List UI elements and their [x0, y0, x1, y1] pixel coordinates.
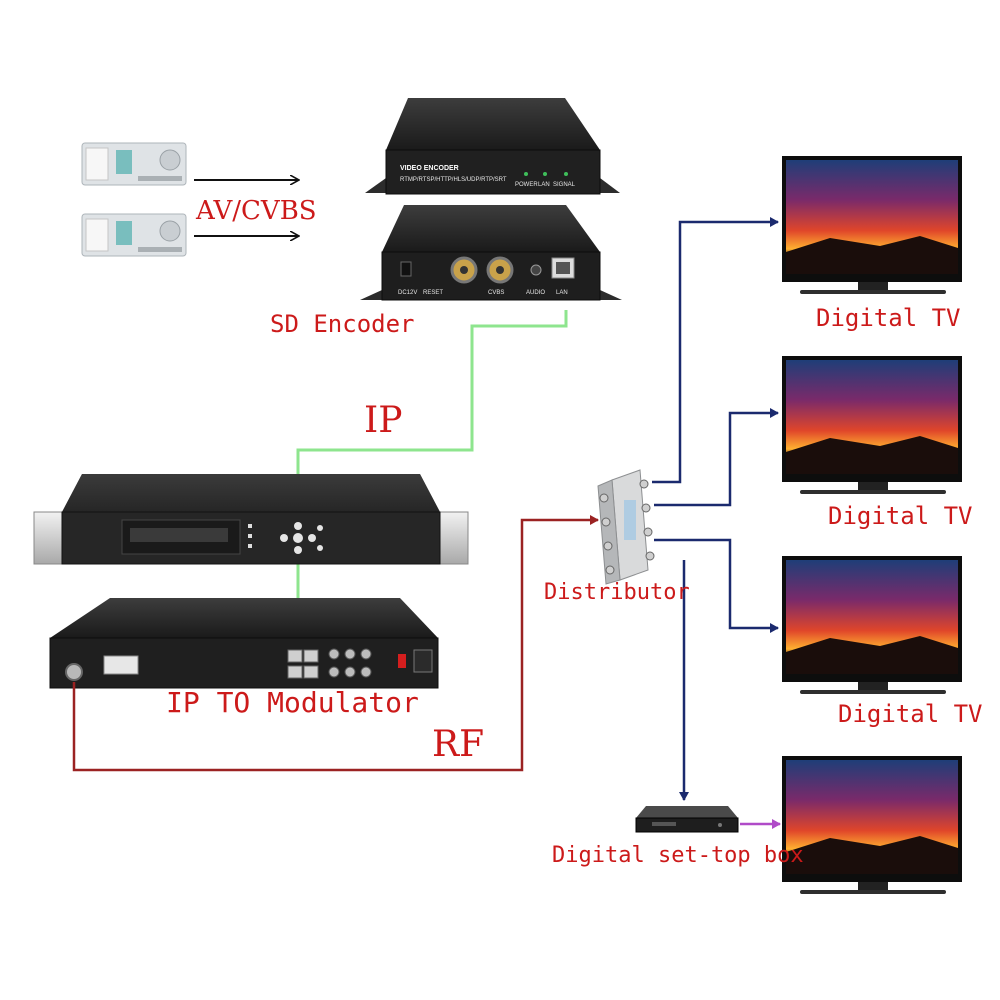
- led-lan-label: LAN: [538, 182, 550, 188]
- set-top-box-device: [635, 806, 739, 833]
- rf-label: RF: [432, 724, 485, 765]
- tv-link-2: [654, 408, 779, 507]
- port-lan-label: LAN: [556, 290, 568, 296]
- digital-tv-label-3: Digital TV: [838, 700, 983, 728]
- ip-label: IP: [364, 400, 403, 441]
- tv-2: [782, 356, 962, 494]
- set-top-box-label: Digital set-top box: [552, 843, 804, 868]
- ip-to-modulator-label: IP TO Modulator: [166, 686, 419, 719]
- modulator-front: [33, 474, 469, 565]
- modulator-rear: [49, 598, 439, 689]
- sd-encoder-label: SD Encoder: [270, 310, 415, 338]
- tv-4: [782, 756, 962, 894]
- port-reset-label: RESET: [423, 290, 443, 296]
- source-device-2: [81, 213, 187, 257]
- tv-link-1: [652, 217, 779, 484]
- digital-tv-label-2: Digital TV: [828, 502, 973, 530]
- tv-link-3: [654, 538, 779, 633]
- encoder-rear: DC12V RESET CVBS AUDIO LAN: [360, 205, 622, 301]
- distributor-label: Distributor: [544, 580, 690, 605]
- encoder-front: VIDEO ENCODER RTMP/RTSP/HTTP/HLS/UDP/RTP…: [365, 98, 620, 195]
- port-cvbs-label: CVBS: [488, 290, 504, 296]
- distributor-device: [597, 469, 655, 585]
- port-audio-label: AUDIO: [526, 290, 545, 296]
- tv-1: [782, 156, 962, 294]
- tv-3: [782, 556, 962, 694]
- encoder-title: VIDEO ENCODER: [400, 165, 459, 172]
- av-cvbs-label: AV/CVBS: [196, 196, 317, 226]
- digital-tv-label-1: Digital TV: [816, 304, 961, 332]
- led-power-label: POWER: [515, 182, 538, 188]
- rf-link: [72, 515, 599, 772]
- led-signal-label: SIGNAL: [553, 182, 576, 188]
- encoder-protocols: RTMP/RTSP/HTTP/HLS/UDP/RTP/SRT: [400, 177, 507, 183]
- port-dc-label: DC12V: [398, 290, 417, 296]
- source-device-1: [81, 142, 187, 186]
